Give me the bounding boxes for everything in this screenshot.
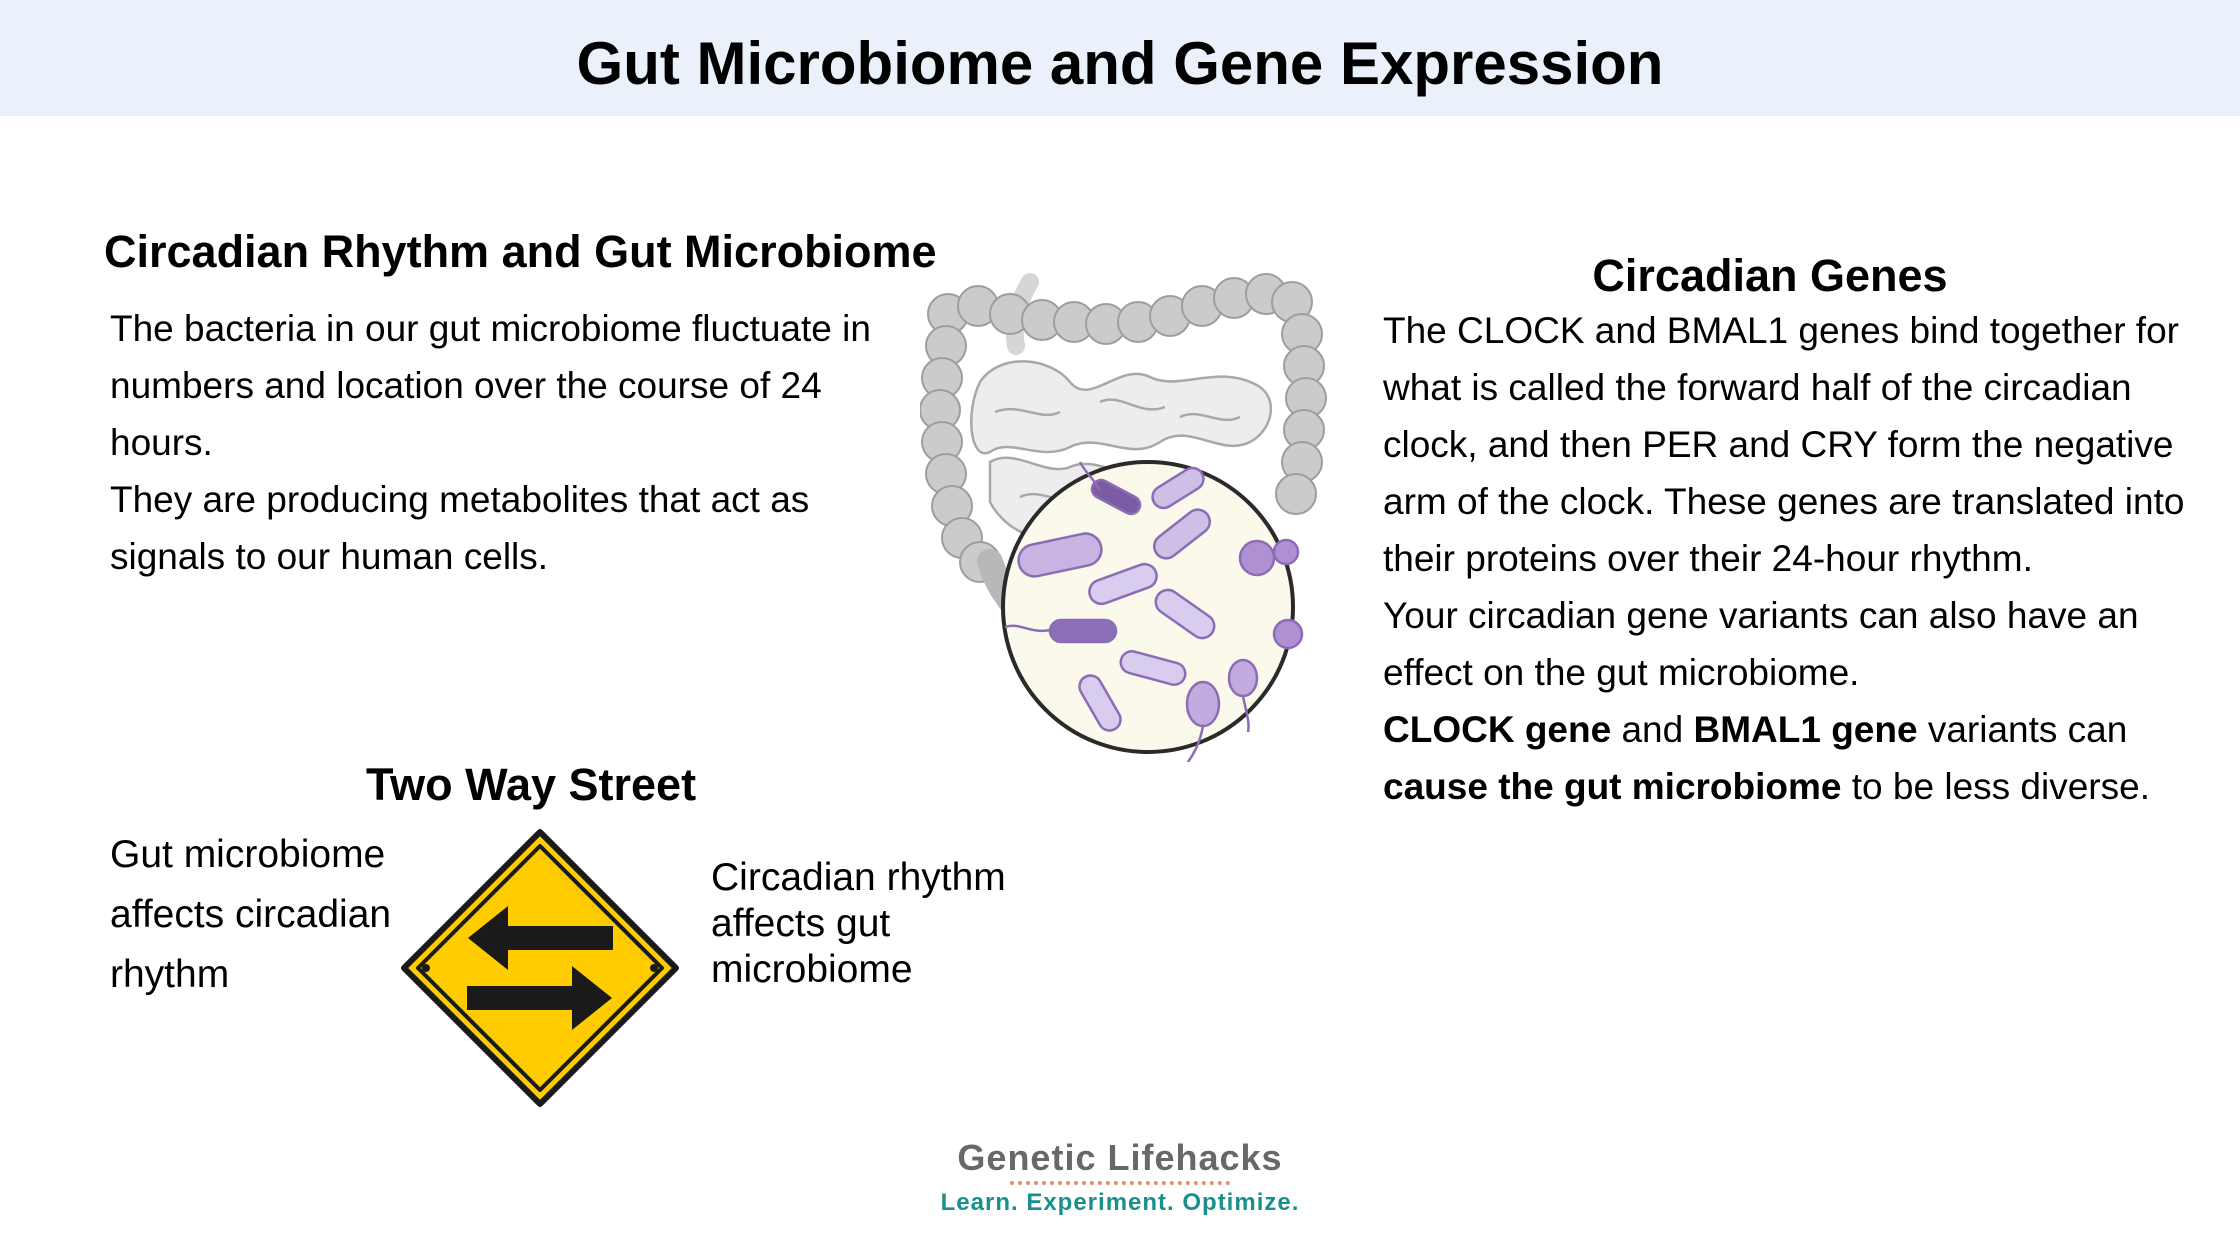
logo-dotted-divider [1010,1181,1230,1185]
right-body-line: effect on the gut microbiome. [1383,652,1860,693]
right-arrow-icon [467,966,612,1030]
logo-name: Genetic Lifehacks [957,1137,1283,1178]
two-way-traffic-sign-icon [401,829,679,1107]
two-way-left-line: Gut microbiome [110,833,386,876]
page-title: Gut Microbiome and Gene Expression [576,30,1664,97]
two-way-right-text: Circadian rhythm affects gut microbiome [711,855,1006,993]
bacteria-group [1004,461,1304,762]
two-way-right-line: Circadian rhythm [711,856,1006,899]
cause-bold: cause the gut microbiome [1383,766,1842,807]
genetic-lifehacks-logo: Genetic Lifehacks Learn. Experiment. Opt… [900,1136,1340,1219]
two-way-left-line: rhythm [110,953,230,996]
magnifier-circle [1001,460,1295,754]
two-way-right-line: affects gut [711,902,891,945]
right-body-line: Your circadian gene variants can also ha… [1383,595,2139,636]
right-section-body: The CLOCK and BMAL1 genes bind together … [1383,302,2184,815]
right-body-line: The CLOCK and BMAL1 genes bind together … [1383,310,2179,351]
clock-gene-bold: CLOCK gene [1383,709,1612,750]
left-body-line: signals to our human cells. [110,536,549,577]
and-text: and [1611,709,1694,750]
title-banner [0,0,2240,116]
two-way-heading: Two Way Street [366,759,697,810]
right-section-heading: Circadian Genes [1592,250,1948,301]
large-intestine-shape [920,273,1327,583]
left-arrow-icon [468,906,613,970]
logo-tagline: Learn. Experiment. Optimize. [940,1189,1300,1216]
right-body-line: arm of the clock. These genes are transl… [1383,481,2185,522]
left-body-line: numbers and location over the course of … [110,365,822,406]
variants-text: variants can [1917,709,2128,750]
left-body-line: They are producing metabolites that act … [110,479,810,520]
left-section-heading: Circadian Rhythm and Gut Microbiome [104,226,937,277]
two-way-left-line: affects circadian [110,893,392,936]
right-body-line-bold-genes: CLOCK gene and BMAL1 gene variants can [1383,701,2184,758]
two-way-left-text: Gut microbiome affects circadian rhythm [110,825,391,1005]
left-body-line: hours. [110,422,213,463]
diverse-text: to be less diverse. [1841,766,2150,807]
right-body-line: clock, and then PER and CRY form the neg… [1383,424,2174,465]
right-body-line-bold-cause: cause the gut microbiome to be less dive… [1383,758,2184,815]
right-body-line: what is called the forward half of the c… [1383,367,2132,408]
left-body-line: The bacteria in our gut microbiome fluct… [110,308,871,349]
left-section-body: The bacteria in our gut microbiome fluct… [110,300,871,585]
intestine-microbiome-illustration [920,273,1327,762]
two-way-right-line: microbiome [711,948,913,991]
bmal1-gene-bold: BMAL1 gene [1693,709,1918,750]
right-body-line: their proteins over their 24-hour rhythm… [1383,538,2033,579]
